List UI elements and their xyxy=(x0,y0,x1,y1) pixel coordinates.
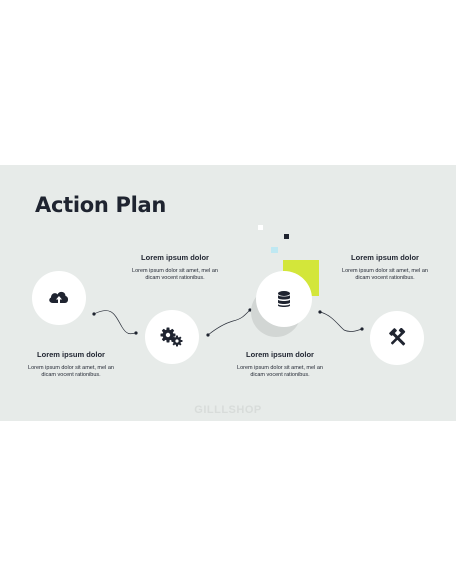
step-2-body: Lorem ipsum dolor sit amet, mel an dicam… xyxy=(132,268,218,281)
step-4-circle xyxy=(370,311,424,365)
watermark: GILLLSHOP xyxy=(194,404,262,416)
step-1-body: Lorem ipsum dolor sit amet, mel an dicam… xyxy=(28,365,114,378)
dark-accent-square xyxy=(284,234,289,239)
step-2-heading: Lorem ipsum dolor xyxy=(141,253,209,262)
tools-icon xyxy=(389,328,406,346)
step-3-text: Lorem ipsum dolor Lorem ipsum dolor sit … xyxy=(235,350,325,378)
step-3-circle xyxy=(256,271,312,327)
step-2-circle xyxy=(145,310,199,364)
white-accent-square xyxy=(258,225,263,230)
database-icon xyxy=(278,291,290,307)
connector-lines xyxy=(92,308,364,337)
cyan-accent-square xyxy=(271,247,278,253)
cloud-upload-icon xyxy=(49,291,69,305)
step-1-heading: Lorem ipsum dolor xyxy=(37,350,105,359)
step-4-text: Lorem ipsum dolor Lorem ipsum dolor sit … xyxy=(340,253,430,281)
step-2-text: Lorem ipsum dolor Lorem ipsum dolor sit … xyxy=(130,253,220,281)
action-plan-slide: Action Plan Lorem ipsum dolor Lorem ipsu… xyxy=(0,165,456,421)
step-3-heading: Lorem ipsum dolor xyxy=(246,350,314,359)
step-1-text: Lorem ipsum dolor Lorem ipsum dolor sit … xyxy=(26,350,116,378)
step-4-body: Lorem ipsum dolor sit amet, mel an dicam… xyxy=(342,268,428,281)
step-3-body: Lorem ipsum dolor sit amet, mel an dicam… xyxy=(237,365,323,378)
gears-icon xyxy=(160,327,183,347)
step-1-circle xyxy=(32,271,86,325)
step-4-heading: Lorem ipsum dolor xyxy=(351,253,419,262)
slide-title: Action Plan xyxy=(35,193,167,217)
